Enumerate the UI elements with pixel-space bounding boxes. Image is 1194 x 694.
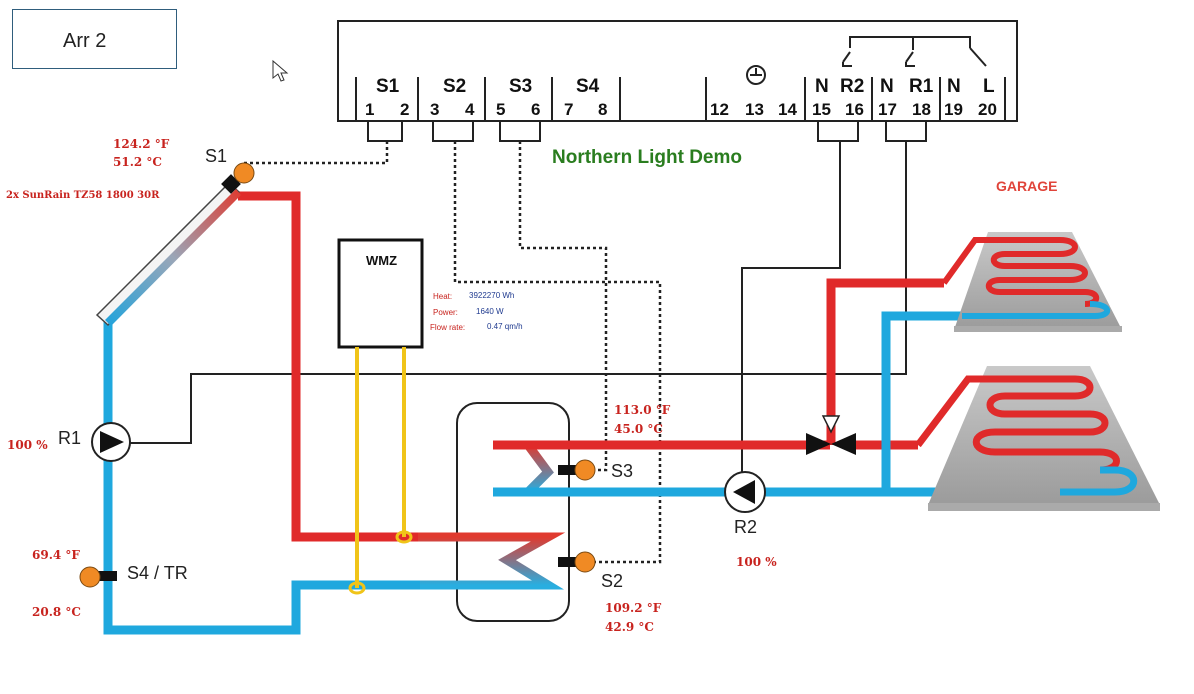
terminal-num: 5 <box>496 100 506 119</box>
arrangement-label: Arr 2 <box>63 30 107 52</box>
s1-temp-f: 124.2 °F <box>113 137 170 151</box>
terminal-num: 3 <box>430 100 440 119</box>
terminal-num: 20 <box>978 100 997 119</box>
controller-terminal-block <box>337 20 1018 122</box>
terminal-num: 6 <box>531 100 541 119</box>
s4-temp-c: 20.8 °C <box>32 605 81 619</box>
wmz-flow-key: Flow rate: <box>430 323 466 332</box>
wmz-heat-key: Heat: <box>433 292 453 301</box>
terminal-num: 2 <box>400 100 410 119</box>
terminal-group-s3: S3 <box>509 76 533 97</box>
s3-label: S3 <box>611 461 634 481</box>
sensor-s3-icon <box>558 459 596 481</box>
s2-temp-f: 109.2 °F <box>605 601 662 615</box>
terminal-num: 16 <box>845 100 864 119</box>
sensor-s2-icon <box>558 551 596 573</box>
s4-temp-f: 69.4 °F <box>32 548 80 562</box>
terminal-num: 4 <box>465 100 475 119</box>
wmz-heat-meter <box>337 238 424 595</box>
s1-label: S1 <box>205 146 228 166</box>
pump-r2-icon <box>724 471 766 513</box>
terminal-group-n1: N <box>815 76 829 97</box>
terminal-num: 8 <box>598 100 608 119</box>
terminal-num: 12 <box>710 100 729 119</box>
terminal-num: 15 <box>812 100 831 119</box>
terminal-num: 13 <box>745 100 764 119</box>
arrangement-box: Arr 2 <box>12 9 177 69</box>
solar-collector <box>95 181 241 327</box>
s3-temp-c: 45.0 °C <box>614 422 663 436</box>
terminal-num: 17 <box>878 100 897 119</box>
solar-return-pipe <box>103 318 420 635</box>
terminal-num: 1 <box>365 100 375 119</box>
sensor-cables <box>244 141 662 564</box>
s3-temp-f: 113.0 °F <box>614 403 671 417</box>
wmz-flow-value: 0.47 qm/h <box>487 322 523 331</box>
s2-temp-c: 42.9 °C <box>605 620 654 634</box>
terminal-group-r2: R2 <box>840 76 865 97</box>
r2-label: R2 <box>734 517 758 537</box>
terminal-num: 19 <box>944 100 963 119</box>
wmz-power-key: Power: <box>433 308 458 317</box>
s4-label: S4 / TR <box>127 563 188 583</box>
three-way-valve-icon <box>806 415 856 455</box>
pump-r1-icon <box>91 422 131 462</box>
terminal-num: 18 <box>912 100 931 119</box>
terminal-group-n2: N <box>880 76 894 97</box>
relay-cables <box>130 141 907 472</box>
terminal-group-r1: R1 <box>909 76 934 97</box>
terminal-num: 7 <box>564 100 574 119</box>
r1-speed: 100 % <box>7 438 48 452</box>
terminal-num: 14 <box>778 100 797 119</box>
s1-temp-c: 51.2 °C <box>113 155 162 169</box>
terminal-clips <box>367 120 927 142</box>
terminal-group-s2: S2 <box>443 76 467 97</box>
wmz-heat-value: 3922270 Wh <box>469 291 515 300</box>
s2-label: S2 <box>601 571 624 591</box>
terminal-group-s1: S1 <box>376 76 400 97</box>
collector-model: 2x SunRain TZ58 1800 30R <box>6 190 160 201</box>
wmz-title: WMZ <box>366 253 398 268</box>
floor-heating-pad-2 <box>915 366 1160 511</box>
sensor-s1-icon <box>221 162 255 194</box>
terminal-group-n3: N <box>947 76 961 97</box>
mouse-cursor-icon <box>272 59 289 82</box>
earth-icon <box>746 65 766 85</box>
sensor-s4-icon <box>79 566 117 588</box>
r1-label: R1 <box>58 428 82 448</box>
demo-title: Northern Light Demo <box>552 147 742 168</box>
terminal-group-s4: S4 <box>576 76 600 97</box>
garage-label: GARAGE <box>996 178 1058 194</box>
terminal-group-l: L <box>983 76 995 97</box>
wmz-power-value: 1640 W <box>476 307 504 316</box>
floor-heating-pad-garage <box>941 232 1122 332</box>
r2-speed: 100 % <box>736 555 777 569</box>
lower-coil <box>418 532 566 590</box>
